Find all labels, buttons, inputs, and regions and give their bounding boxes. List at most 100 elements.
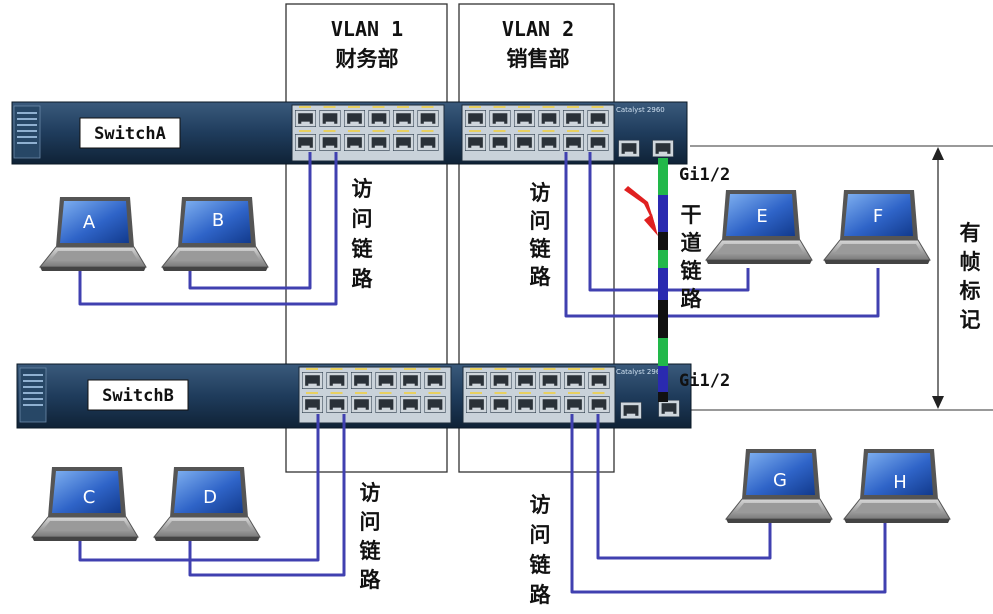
laptop-icon bbox=[161, 196, 269, 272]
svg-text:路: 路 bbox=[530, 583, 552, 607]
switch-b-block2-port-led bbox=[494, 392, 507, 394]
switch-b-block2-port-led bbox=[519, 392, 531, 394]
switch-a-block1-port-led bbox=[421, 106, 434, 108]
cable-b-to-host-h bbox=[570, 414, 887, 594]
switch-a-block2-port-led bbox=[567, 106, 579, 108]
svg-text:链: 链 bbox=[681, 259, 703, 283]
svg-text:路: 路 bbox=[352, 267, 374, 291]
switch-b-block1-port-led bbox=[355, 392, 367, 394]
switch-a-block1-port-led bbox=[323, 106, 336, 108]
host-h: H bbox=[843, 448, 951, 524]
switch-a-block1-port-led bbox=[299, 130, 311, 132]
switch-a-block1-port-led bbox=[372, 106, 385, 108]
switch-b-block1-port bbox=[326, 396, 348, 413]
switch-b-label-plate bbox=[87, 379, 189, 411]
switch-a-block2-port-led bbox=[469, 130, 481, 132]
switch-b-uplink-port-1 bbox=[620, 402, 642, 419]
switch-b-block2-port-led bbox=[543, 368, 556, 370]
host-label: C bbox=[83, 487, 96, 508]
access-cables bbox=[78, 152, 887, 594]
switch-a-block1-port-led bbox=[299, 106, 311, 108]
switch-b-block2-port-led bbox=[470, 368, 482, 370]
switch-a-block2-port bbox=[465, 134, 486, 151]
switch-a-model: Catalyst 2960 bbox=[616, 106, 665, 114]
cable-a-to-host-b bbox=[188, 152, 312, 290]
switch-a-block2-port-led bbox=[518, 106, 530, 108]
vlan1-dept: 财务部 bbox=[336, 47, 399, 71]
host-label: F bbox=[873, 206, 883, 227]
host-label: D bbox=[203, 487, 217, 508]
switch-b-block1-port bbox=[424, 396, 446, 413]
host-d: D bbox=[153, 466, 261, 542]
switch-a-block2-port bbox=[489, 110, 511, 127]
switch-a-block2-port bbox=[514, 110, 535, 127]
switch-b-block1-port bbox=[400, 396, 421, 413]
switch-b-block1-port-led bbox=[355, 368, 367, 370]
cable-a-to-host-a bbox=[78, 152, 338, 306]
svg-text:路: 路 bbox=[360, 568, 382, 592]
svg-text:干: 干 bbox=[681, 203, 702, 227]
trunk-segment bbox=[658, 366, 668, 392]
switch-a-block1-port bbox=[319, 134, 341, 151]
switch-a-block2-port-led bbox=[567, 130, 579, 132]
switch-a-block1-port bbox=[417, 110, 439, 127]
svg-text:访: 访 bbox=[352, 177, 373, 201]
switch-a-uplink-port-gi1-2 bbox=[652, 140, 674, 157]
cable-a-to-host-e bbox=[588, 152, 750, 292]
host-b: B bbox=[161, 196, 269, 272]
laptop-icon bbox=[705, 189, 813, 265]
switch-b-block2-port bbox=[588, 372, 610, 389]
switch-b-block2-port-led bbox=[568, 392, 580, 394]
switch-a-block2-port bbox=[465, 110, 486, 127]
host-g: G bbox=[725, 448, 833, 524]
switch-b-block1-port bbox=[375, 396, 397, 413]
host-a: A bbox=[39, 196, 147, 272]
switch-a-block2-port-led bbox=[542, 130, 555, 132]
switch-b-block2-port bbox=[539, 372, 561, 389]
switch-b-block1-port-led bbox=[306, 368, 318, 370]
switch-b-block2-port bbox=[564, 372, 585, 389]
switch-a-block1-port bbox=[417, 134, 439, 151]
switch-a-block1-port-led bbox=[397, 130, 409, 132]
switch-a-block1-port bbox=[393, 134, 414, 151]
vlan2-dept: 销售部 bbox=[507, 47, 570, 71]
host-label: B bbox=[212, 210, 224, 231]
switch-a-block1-port-led bbox=[348, 106, 360, 108]
switch-b-block2-port bbox=[515, 372, 536, 389]
svg-text:路: 路 bbox=[530, 265, 552, 289]
cable-b-to-host-c bbox=[78, 414, 320, 562]
switch-b-block1-port-led bbox=[428, 392, 441, 394]
switch-b-block1-port bbox=[326, 372, 348, 389]
trunk-arrow bbox=[624, 186, 658, 236]
switch-b-block1-port-led bbox=[330, 392, 343, 394]
svg-text:有: 有 bbox=[960, 221, 981, 245]
svg-text:问: 问 bbox=[530, 523, 551, 547]
switch-a-block2-port bbox=[538, 110, 560, 127]
host-label: A bbox=[83, 212, 96, 233]
svg-text:访: 访 bbox=[530, 181, 551, 205]
switch-b-block2-port bbox=[490, 396, 512, 413]
switch-a-uplink-port-1 bbox=[618, 140, 640, 157]
host-f: F bbox=[823, 189, 931, 265]
svg-text:链: 链 bbox=[360, 539, 382, 563]
trunk-segment bbox=[658, 268, 668, 300]
svg-text:标: 标 bbox=[960, 279, 981, 303]
svg-text:访: 访 bbox=[530, 493, 551, 517]
svg-text:链: 链 bbox=[530, 553, 552, 577]
vlan2-id: VLAN 2 bbox=[502, 17, 574, 41]
switch-b-block2-port-led bbox=[592, 392, 605, 394]
switch-b-block2-port-led bbox=[543, 392, 556, 394]
trunk-segment bbox=[658, 195, 668, 232]
switch-b-port-block-1 bbox=[298, 366, 452, 424]
switch-b: SwitchB Catalyst 2960 bbox=[16, 363, 692, 429]
trunk-segment bbox=[658, 392, 668, 402]
switch-b-port-block-2 bbox=[462, 366, 616, 424]
switch-a-block2-port-led bbox=[591, 106, 604, 108]
cable-a-to-host-f bbox=[564, 152, 880, 318]
cable-b-to-host-d bbox=[188, 414, 346, 577]
switch-a-name: SwitchA bbox=[94, 124, 166, 144]
